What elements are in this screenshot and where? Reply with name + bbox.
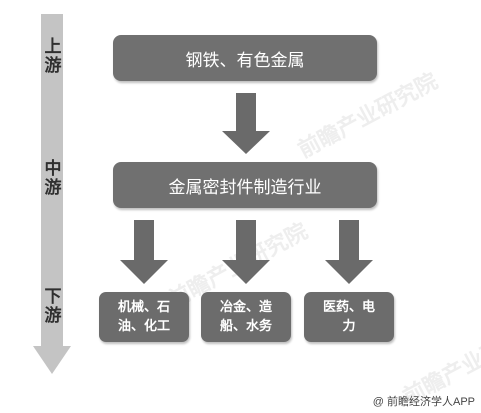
source-credit: @ 前瞻经济学人APP [372, 396, 475, 408]
arrow-midstream-to-downstream-3 [325, 220, 373, 284]
stage-label-downstream: 下 游 [44, 287, 62, 326]
downstream-box-machinery: 机械、石 油、化工 [99, 292, 189, 342]
arrow-upstream-to-midstream [222, 93, 270, 154]
downstream-box-metallurgy: 冶金、造 船、水务 [201, 292, 291, 342]
stage-label-upstream: 上 游 [44, 37, 62, 76]
midstream-box: 金属密封件制造行业 [113, 162, 377, 208]
arrow-midstream-to-downstream-2 [222, 220, 270, 284]
stage-label-midstream: 中 游 [44, 159, 62, 198]
arrow-midstream-to-downstream-1 [120, 220, 168, 284]
upstream-box: 钢铁、有色金属 [113, 35, 377, 81]
downstream-box-pharma: 医药、电 力 [304, 292, 394, 342]
